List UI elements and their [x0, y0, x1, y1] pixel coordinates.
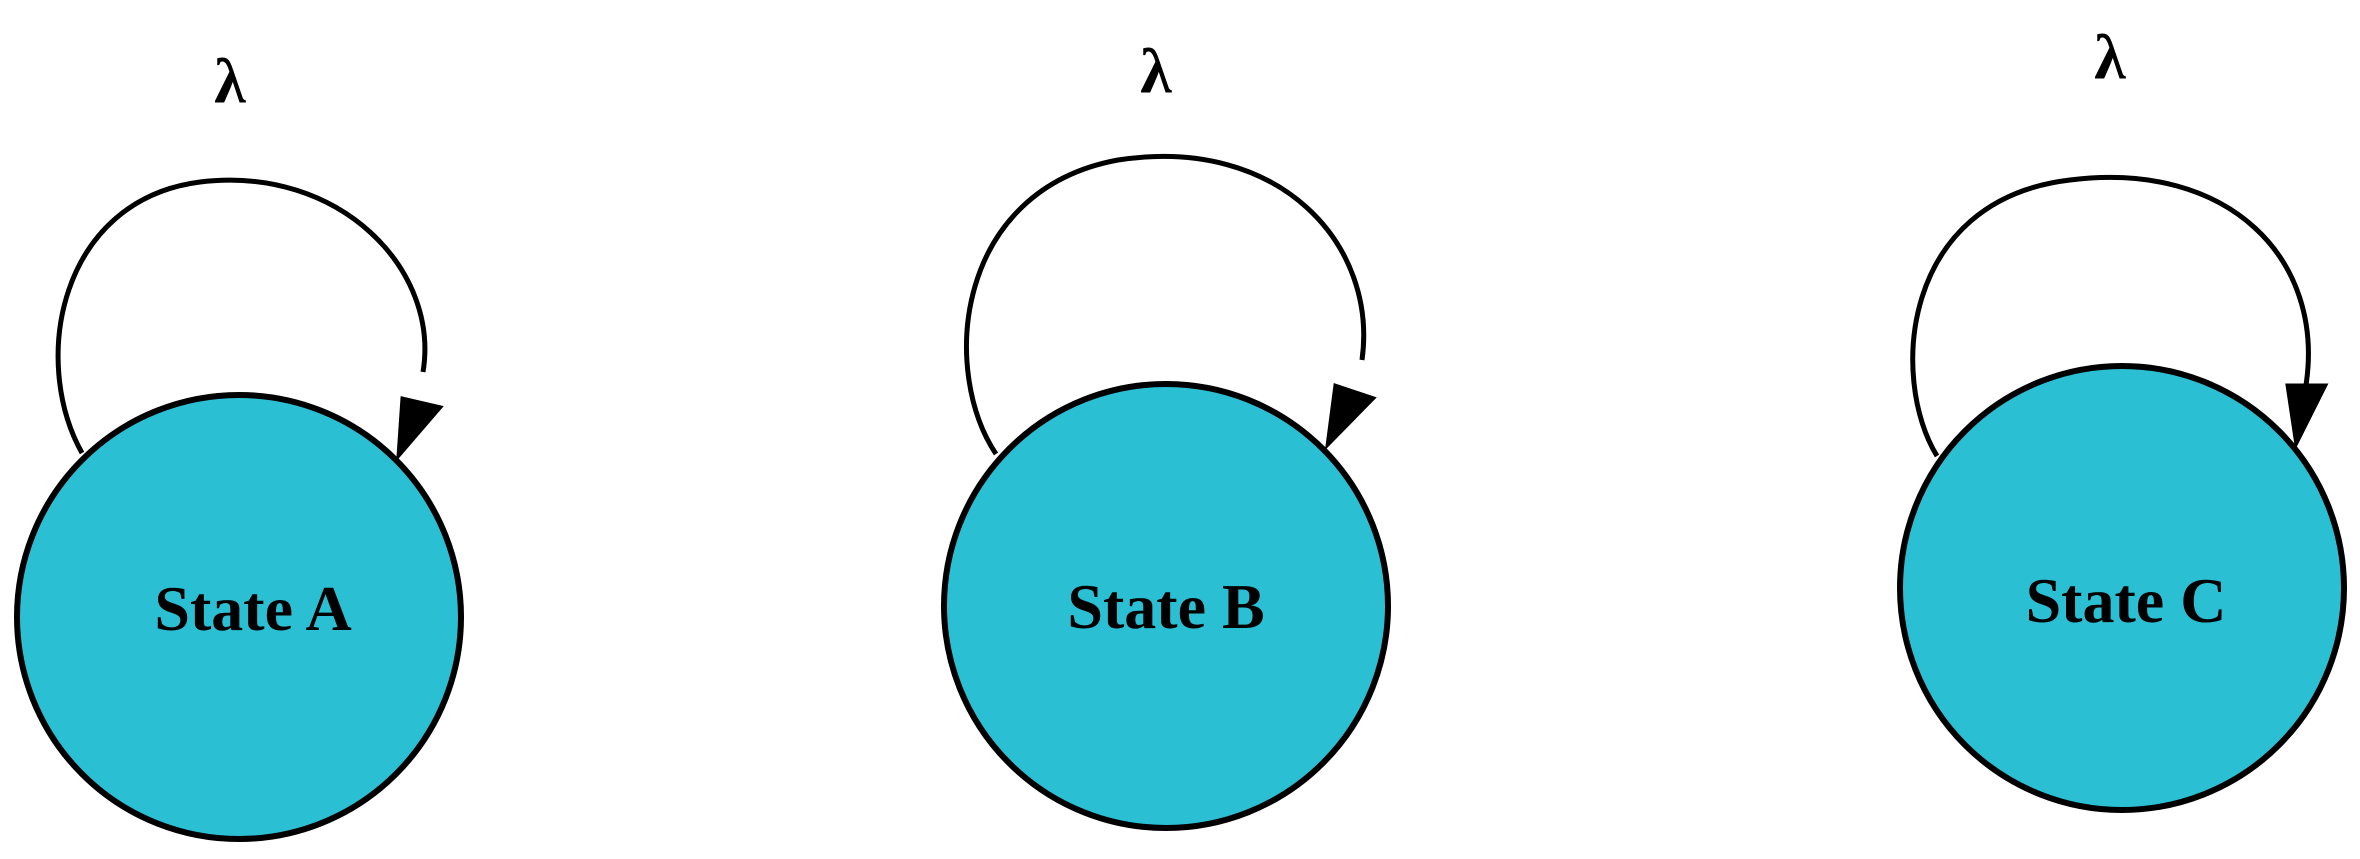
state-a-self-loop [55, 177, 428, 455]
state-c-group: State C λ [1897, 21, 2347, 813]
state-b-label: State B [1067, 571, 1264, 642]
state-c-node[interactable] [1897, 363, 2347, 813]
state-c-self-loop [1910, 174, 2311, 458]
state-c-loop-arrowhead [2285, 383, 2329, 450]
state-b-loop-arrowhead [1324, 383, 1377, 451]
state-a-loop-label: λ [214, 45, 246, 116]
state-b-loop-label: λ [1140, 35, 1172, 106]
state-c-label: State C [2026, 565, 2227, 636]
state-b-group: State B λ [941, 35, 1391, 831]
state-b-node[interactable] [941, 381, 1391, 831]
state-a-loop-arrowhead [396, 396, 444, 462]
state-c-loop-label: λ [2094, 21, 2126, 92]
state-a-label: State A [154, 573, 351, 644]
state-a-node[interactable] [14, 392, 464, 842]
state-b-self-loop [964, 153, 1367, 456]
state-a-group: State A λ [14, 45, 464, 842]
